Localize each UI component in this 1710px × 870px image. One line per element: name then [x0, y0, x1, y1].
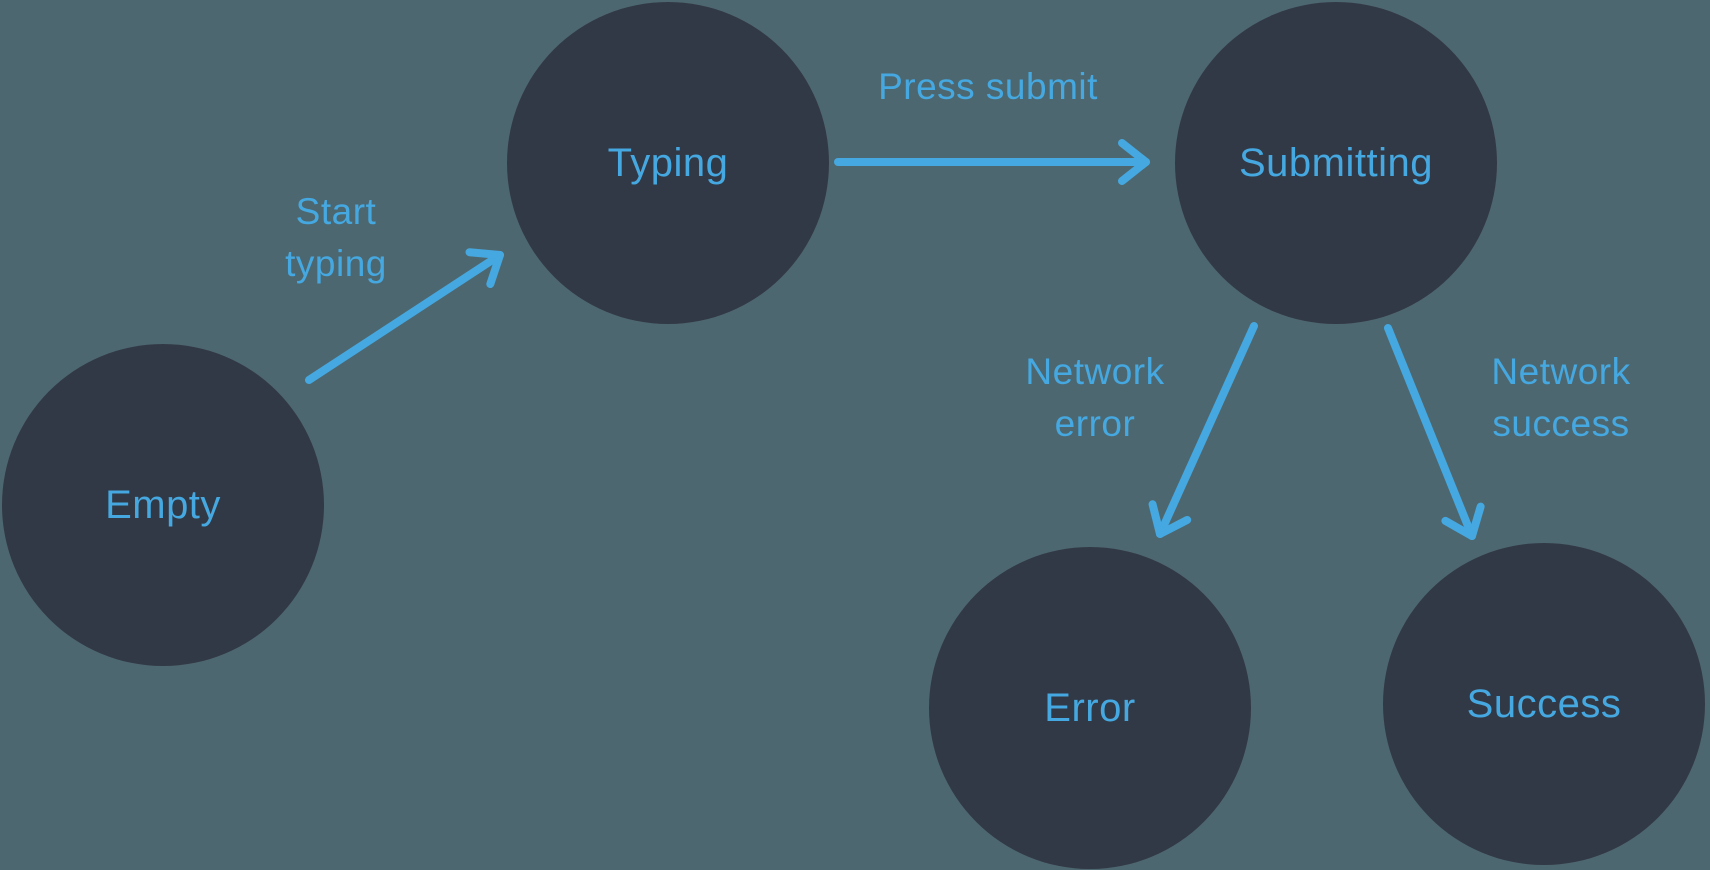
state-node-label: Success [1466, 681, 1622, 726]
edge-label-line: success [1492, 403, 1630, 444]
edge-label-line: Network [1491, 351, 1631, 392]
edge-label-press-submit: Press submit [878, 61, 1098, 113]
state-node-label: Empty [105, 482, 221, 527]
arrow-network-success [1384, 324, 1485, 540]
edge-label-line: Start [295, 191, 377, 232]
state-node-submitting: Submitting [1175, 2, 1497, 324]
arrow-network-error [1148, 322, 1258, 538]
state-node-empty: Empty [2, 344, 324, 666]
edge-label-network-success: Network success [1491, 346, 1630, 450]
state-node-typing: Typing [507, 2, 829, 324]
state-node-error: Error [929, 547, 1251, 869]
edge-label-network-error: Network error [1025, 346, 1164, 450]
state-node-label: Typing [607, 140, 729, 185]
state-node-label: Error [1044, 685, 1136, 730]
state-node-success: Success [1383, 543, 1705, 865]
state-node-label: Submitting [1239, 140, 1433, 185]
edge-label-line: Press submit [878, 66, 1098, 107]
edge-label-line: typing [285, 243, 387, 284]
edge-label-line: Network [1025, 351, 1165, 392]
edge-label-line: error [1054, 403, 1136, 444]
edge-label-start-typing: Start typing [285, 186, 387, 290]
